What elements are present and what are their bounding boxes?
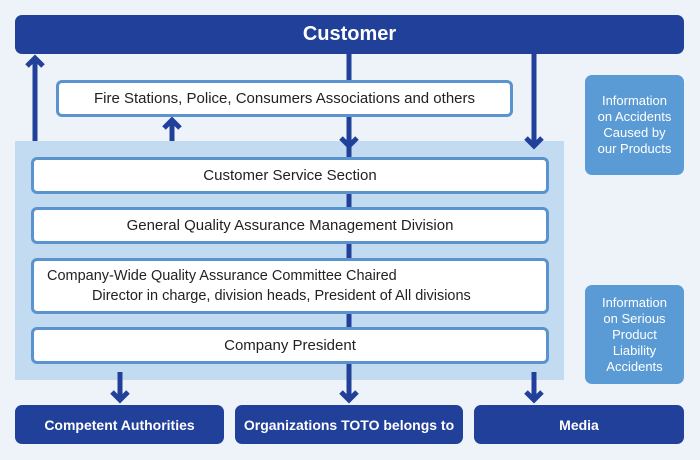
arrow-up-icon xyxy=(25,54,45,68)
arrow-down-icon xyxy=(524,390,544,404)
arrow-down-icon xyxy=(524,136,544,150)
arrow-up-icon xyxy=(162,116,182,130)
customer-service-box: Customer Service Section xyxy=(31,157,549,194)
authorities-box: Competent Authorities xyxy=(15,405,224,444)
arrow-down-icon xyxy=(339,136,359,150)
info-accidents-note: Information on Accidents Caused by our P… xyxy=(585,75,684,175)
committee-title: Company-Wide Quality Assurance Committee… xyxy=(47,268,397,284)
arrow-down-icon xyxy=(339,390,359,404)
committee-members: Director in charge, division heads, Pres… xyxy=(92,288,471,304)
outside-agencies-box: Fire Stations, Police, Consumers Associa… xyxy=(56,80,513,117)
committee-box: Company-Wide Quality Assurance Committee… xyxy=(31,258,549,314)
president-box: Company President xyxy=(31,327,549,364)
info-serious-note: Information on Serious Product Liability… xyxy=(585,285,684,384)
customer-bar: Customer xyxy=(15,15,684,54)
organizations-box: Organizations TOTO belongs to xyxy=(235,405,463,444)
arrow-down-icon xyxy=(110,390,130,404)
media-box: Media xyxy=(474,405,684,444)
gqa-division-box: General Quality Assurance Management Div… xyxy=(31,207,549,244)
